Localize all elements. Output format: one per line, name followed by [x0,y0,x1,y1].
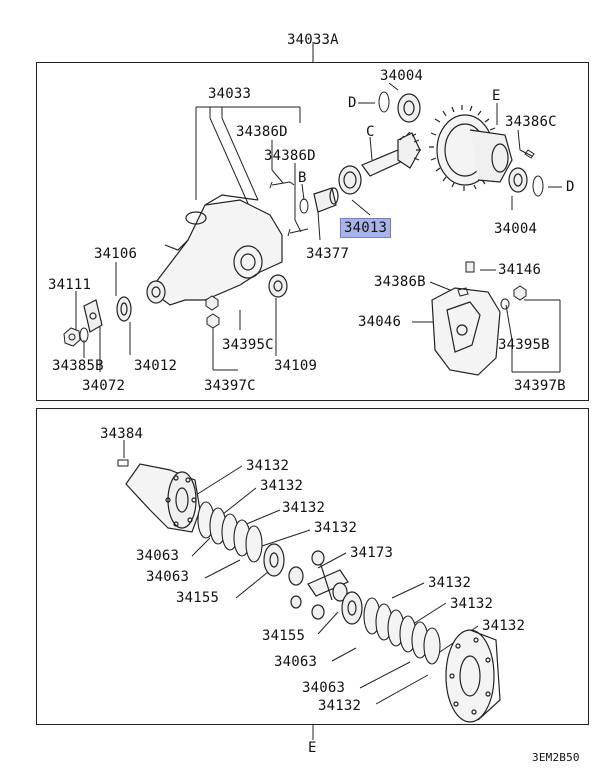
stud-34397c [206,313,220,329]
plug-34146 [465,261,475,273]
label-d-top: D [348,95,357,111]
label-34377: 34377 [306,246,350,262]
label-34109: 34109 [274,358,318,374]
label-34155-1: 34155 [176,590,220,606]
label-34397b: 34397B [514,378,566,394]
label-34132-2: 34132 [260,478,304,494]
oil-seal-34106 [116,296,132,322]
label-34386d-1: 34386D [236,124,288,140]
shim-d-right [532,175,544,197]
label-34004-right: 34004 [494,221,538,237]
nut-34395b [500,285,527,310]
label-34132-8: 34132 [318,698,362,714]
label-34004-top: 34004 [380,68,424,84]
bolt-34386c [519,149,535,159]
label-34132-7: 34132 [482,618,526,634]
label-34384: 34384 [100,426,144,442]
ring-gear-differential-e [429,105,513,191]
bottom-leader-lines [123,440,479,740]
washer-b [299,198,309,214]
bearing-34004-right [508,167,528,193]
label-34132-1: 34132 [246,458,290,474]
label-34132-6: 34132 [450,596,494,612]
label-34132-4: 34132 [314,520,358,536]
label-34132-5: 34132 [428,575,472,591]
label-34063-1: 34063 [136,548,180,564]
label-34386d-2: 34386D [264,148,316,164]
spacer-34012 [146,280,166,304]
label-34397c: 34397C [204,378,256,394]
label-34013-highlighted: 34013 [340,218,392,238]
differential-case-left [125,463,201,533]
side-gear-34155-left [263,543,285,577]
differential-case-right [445,629,501,723]
label-34132-3: 34132 [282,500,326,516]
oil-seal-34109 [268,274,288,298]
side-gear-34155-right [341,591,363,625]
lock-nut-34385b [63,327,81,347]
bottom-panel-frame [36,408,589,725]
label-34106: 34106 [94,246,138,262]
nut-34395c [205,295,219,311]
clutch-plates-left [197,501,263,563]
label-34033: 34033 [208,86,252,102]
bearing-34013 [338,165,362,195]
label-34046: 34046 [358,314,402,330]
label-34072: 34072 [82,378,126,394]
spacer-34377 [313,187,339,213]
label-34386b: 34386B [374,274,426,290]
label-34146: 34146 [498,262,542,278]
label-34111: 34111 [48,277,92,293]
label-34395b: 34395B [498,337,550,353]
label-c: C [366,124,375,140]
top-leader-lines [75,42,562,373]
bolt-34386b [457,287,469,297]
companion-flange-34111 [83,299,103,333]
bearing-34004-top [397,93,421,123]
bolt-34384 [117,459,129,467]
label-d-right: D [566,179,575,195]
label-34386c: 34386C [505,114,557,130]
label-b: B [298,170,307,186]
label-34063-4: 34063 [302,680,346,696]
label-34012: 34012 [134,358,178,374]
label-e-top: E [492,88,501,104]
label-34155-2: 34155 [262,628,306,644]
shim-d-top [378,91,390,113]
top-panel-frame [36,62,589,401]
label-34063-3: 34063 [274,654,318,670]
label-34063-2: 34063 [146,569,190,585]
label-34395c: 34395C [222,337,274,353]
carrier-housing [149,194,283,306]
cover-34046 [431,287,501,376]
figure-code: 3EM2B50 [532,751,580,764]
clutch-plates-right [363,597,441,665]
label-assembly-34033a: 34033A [287,32,339,48]
pinion-shaft-34173 [288,550,349,620]
label-e-bottom: E [308,740,317,756]
washer-34072 [79,327,89,343]
bolts-34386d [269,181,309,237]
label-34385b: 34385B [52,358,104,374]
drive-pinion-c [361,131,421,177]
label-34173: 34173 [350,545,394,561]
